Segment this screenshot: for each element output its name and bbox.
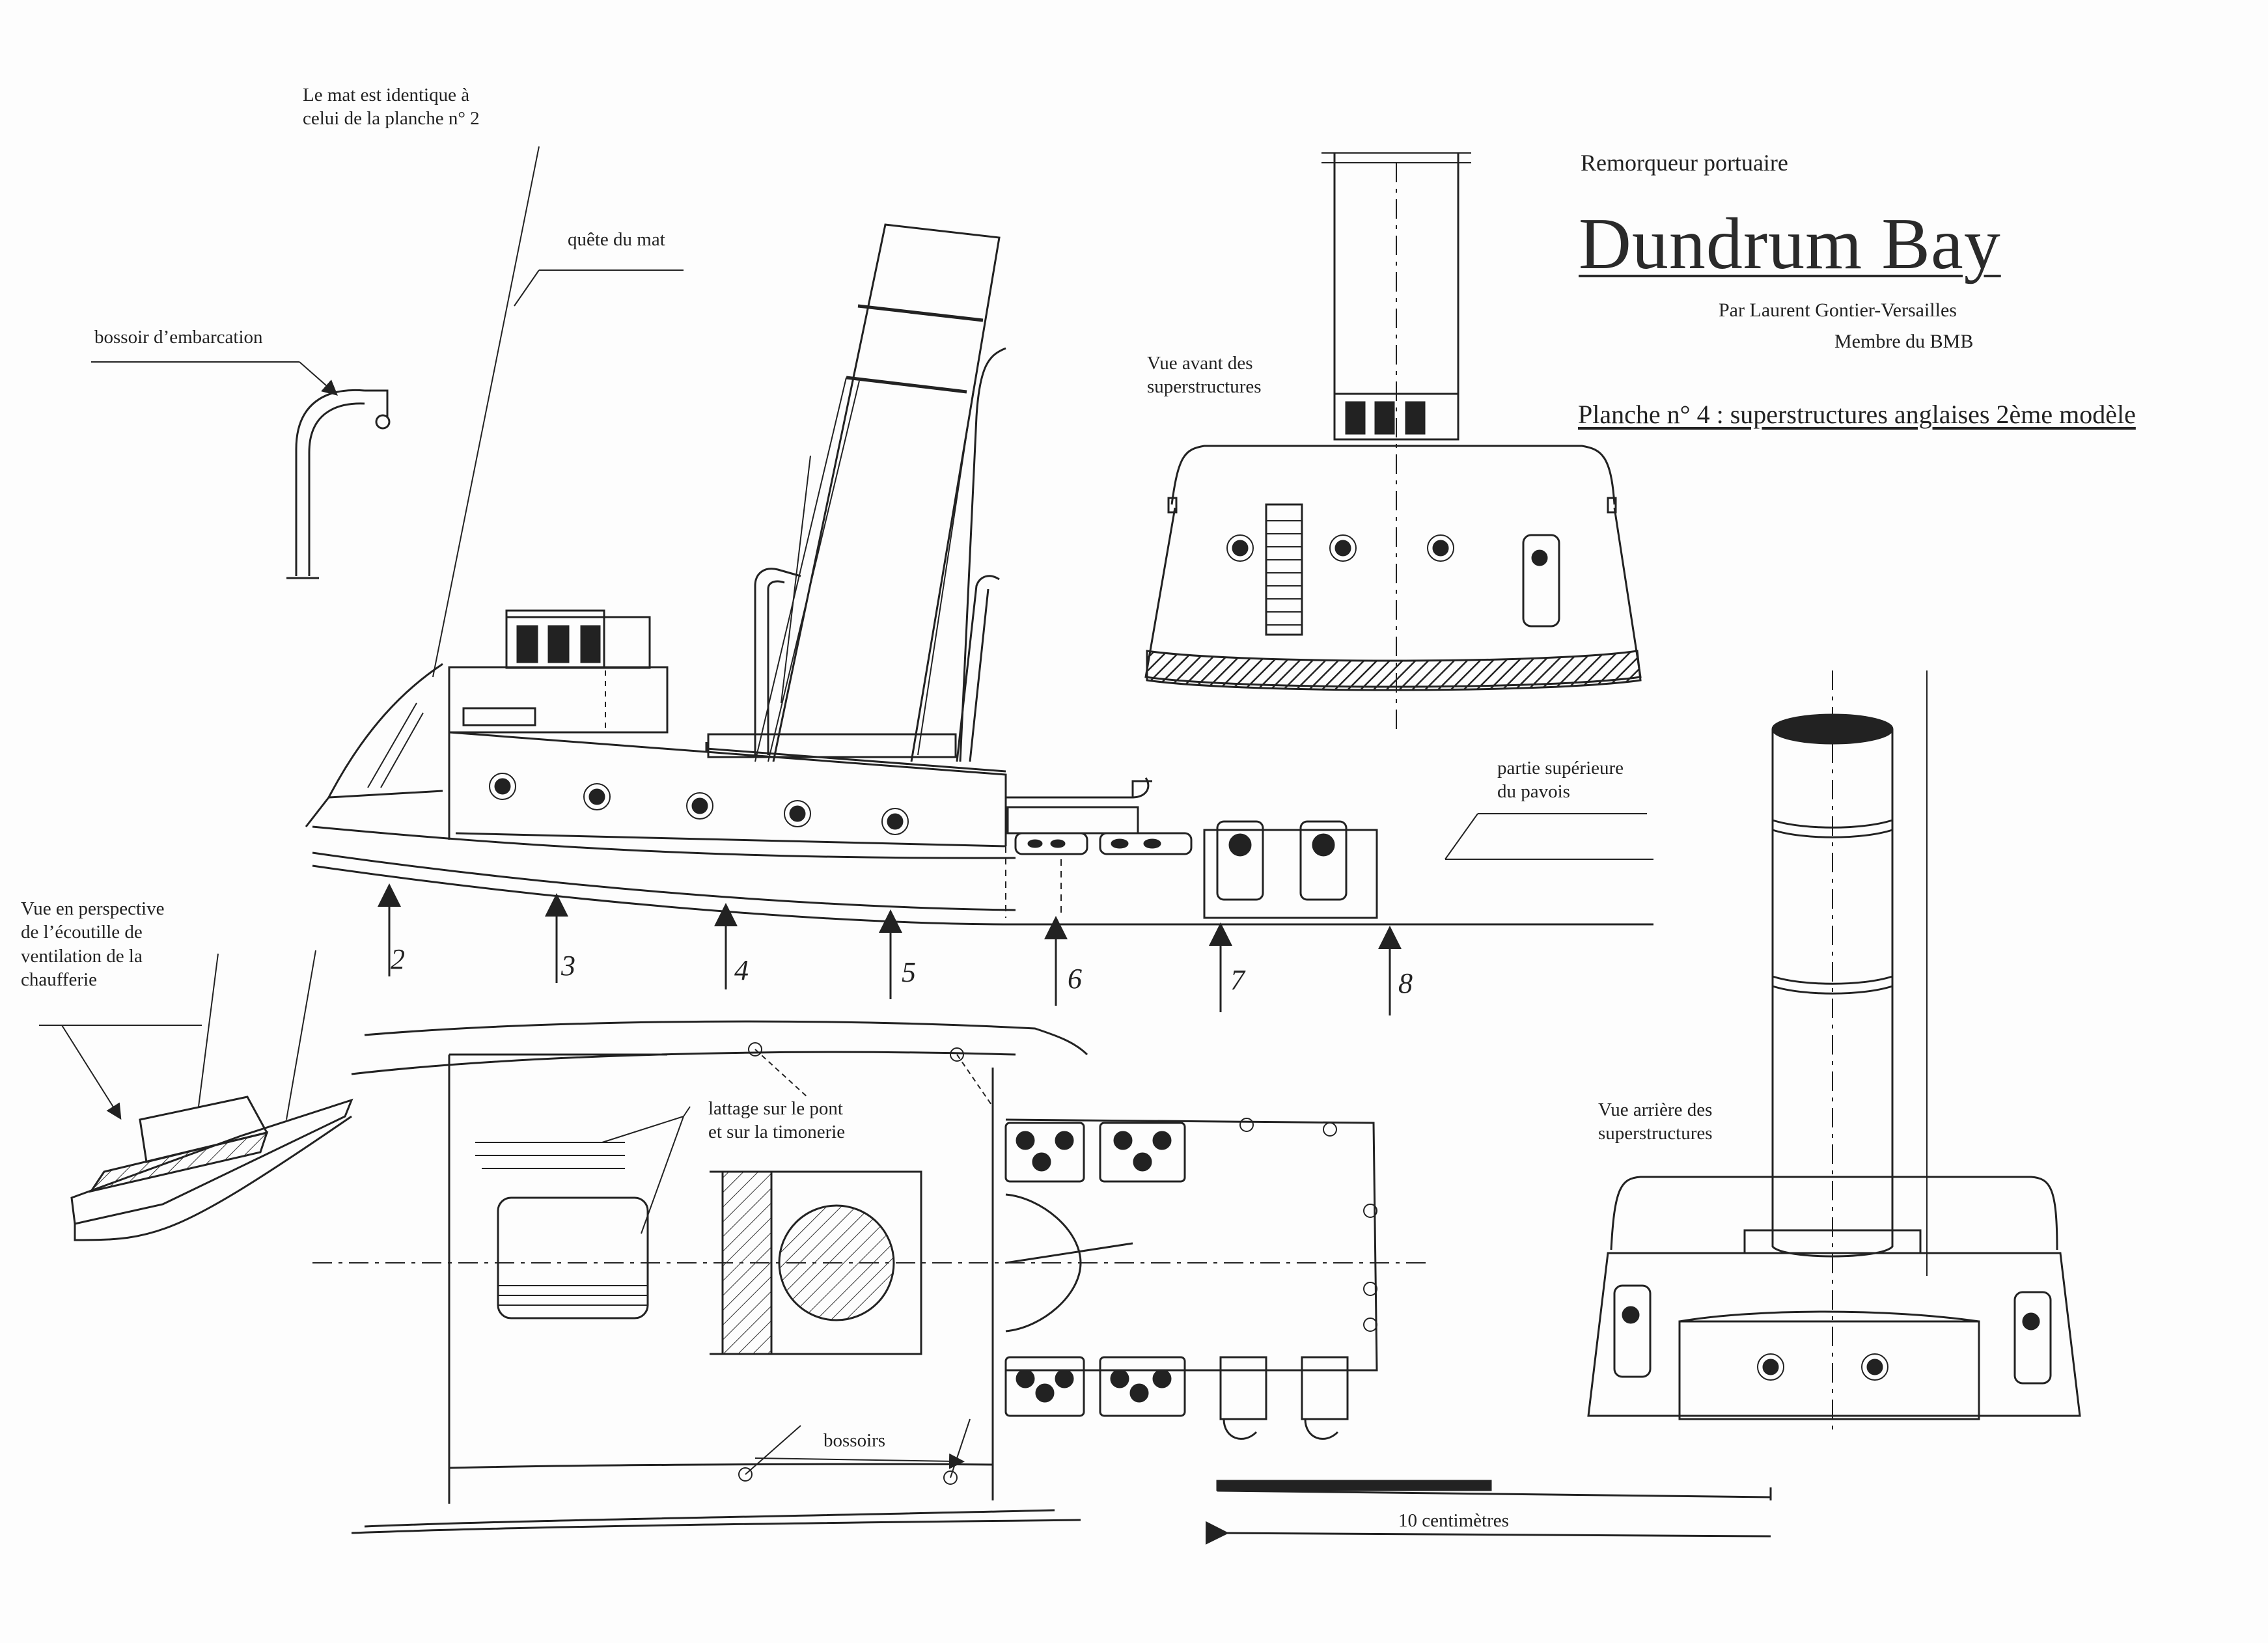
frame-number: 3 <box>561 950 575 982</box>
frame-number: 2 <box>391 943 405 975</box>
scale-bar <box>1205 1480 1772 1545</box>
frame-number: 5 <box>902 956 916 988</box>
page-title: Dundrum Bay <box>1579 204 2001 284</box>
rear-view-label: Vue arrière des superstructures <box>1598 1099 1713 1144</box>
frame-number: 6 <box>1068 963 1082 995</box>
davits-label: bossoirs <box>823 1430 886 1451</box>
plan-view <box>312 1020 1432 1534</box>
front-view-label: Vue avant des superstructures <box>1147 353 1262 398</box>
plate-heading: Planche n° 4 : superstructures anglaises… <box>1578 400 2136 429</box>
frame-number: 7 <box>1230 964 1245 996</box>
side-elevation <box>305 223 1653 1015</box>
bulwark-top-label: partie supérieure du pavois <box>1497 758 1624 803</box>
subtitle: Remorqueur portuaire <box>1581 150 1788 176</box>
frame-number: 8 <box>1398 967 1413 999</box>
mast-line <box>432 146 684 678</box>
mast-rake-label: quête du mat <box>568 229 665 250</box>
membership-line: Membre du BMB <box>1834 331 1974 352</box>
front-view <box>1144 152 1642 729</box>
hatch-perspective-label: Vue en perspective de l’écoutille de ven… <box>21 898 165 990</box>
rear-view <box>1587 670 2081 1432</box>
boat-davit-label: bossoir d’embarcation <box>94 327 263 348</box>
scale-label: 10 centimètres <box>1398 1510 1509 1531</box>
planking-label: lattage sur le pont et sur la timonerie <box>708 1098 846 1143</box>
frame-number: 4 <box>734 954 749 986</box>
boat-davit <box>91 361 391 579</box>
author-line: Par Laurent Gontier-Versailles <box>1719 299 1957 321</box>
mast-note: Le mat est identique à celui de la planc… <box>303 85 480 130</box>
hatch-perspective <box>39 950 353 1241</box>
